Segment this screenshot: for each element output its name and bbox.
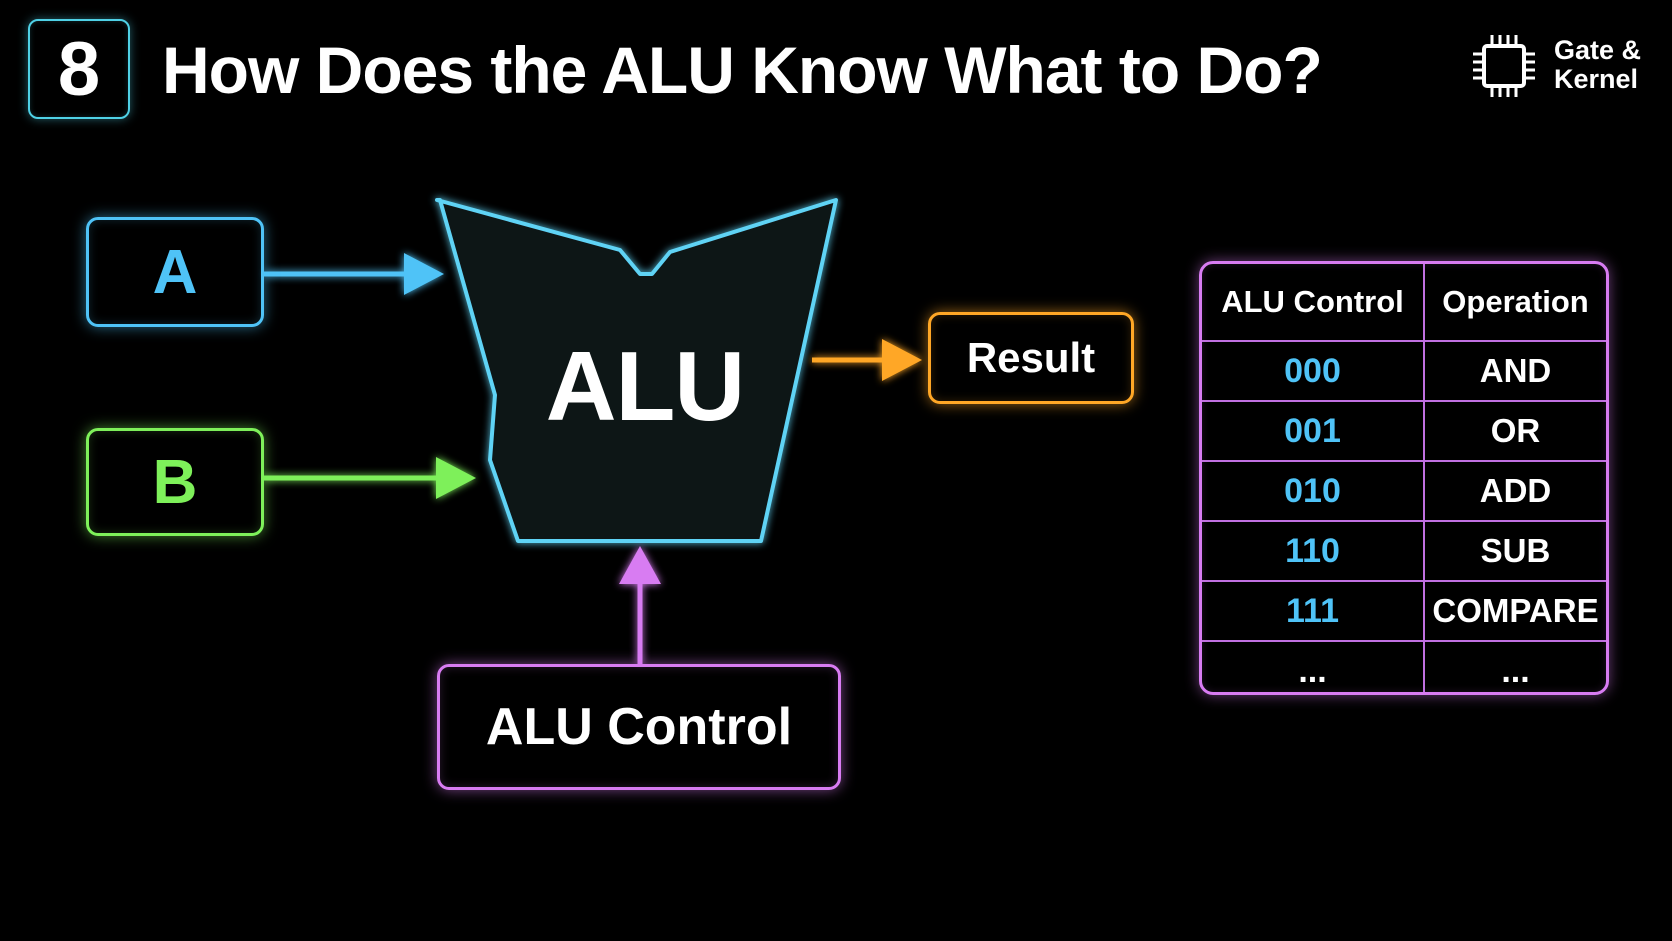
brand-line-2: Kernel <box>1554 64 1639 94</box>
arrow-b-to-alu <box>264 457 476 499</box>
table-row: 000 AND <box>1202 340 1606 402</box>
table-row: 001 OR <box>1202 400 1606 462</box>
input-b-box: B <box>86 428 264 536</box>
control-code: 000 <box>1202 340 1425 402</box>
control-code: 010 <box>1202 460 1425 522</box>
header-operation: Operation <box>1423 264 1606 342</box>
control-code: 110 <box>1202 520 1425 582</box>
arrow-a-to-alu <box>264 253 444 295</box>
brand-line-1: Gate & <box>1554 35 1642 65</box>
header-alu-control: ALU Control <box>1202 264 1425 342</box>
alu-control-table: ALU Control Operation 000 AND 001 OR 010… <box>1199 261 1609 695</box>
operation-name: SUB <box>1423 520 1606 582</box>
alu-control-box: ALU Control <box>437 664 841 790</box>
operation-name: COMPARE <box>1423 580 1606 642</box>
input-a-box: A <box>86 217 264 327</box>
table-row: ... ... <box>1202 640 1606 692</box>
table-row: 110 SUB <box>1202 520 1606 582</box>
operation-name: AND <box>1423 340 1606 402</box>
page-title: How Does the ALU Know What to Do? <box>162 33 1323 107</box>
arrow-alu-to-result <box>812 339 922 381</box>
table-row: 111 COMPARE <box>1202 580 1606 642</box>
alu-label: ALU <box>545 331 745 441</box>
result-box: Result <box>928 312 1134 404</box>
operation-name: OR <box>1423 400 1606 462</box>
control-code: 111 <box>1202 580 1425 642</box>
operation-name: ... <box>1423 640 1606 692</box>
brand-logo: Gate & Kernel <box>1470 30 1660 102</box>
table-row: 010 ADD <box>1202 460 1606 522</box>
section-number-badge: 8 <box>28 19 130 119</box>
operation-name: ADD <box>1423 460 1606 522</box>
arrow-control-to-alu <box>619 546 661 664</box>
chip-icon <box>1473 35 1535 97</box>
table-header-row: ALU Control Operation <box>1202 264 1606 342</box>
control-code: ... <box>1202 640 1425 692</box>
control-code: 001 <box>1202 400 1425 462</box>
alu-block <box>435 198 838 543</box>
brand-name: Gate & Kernel <box>1554 36 1641 94</box>
